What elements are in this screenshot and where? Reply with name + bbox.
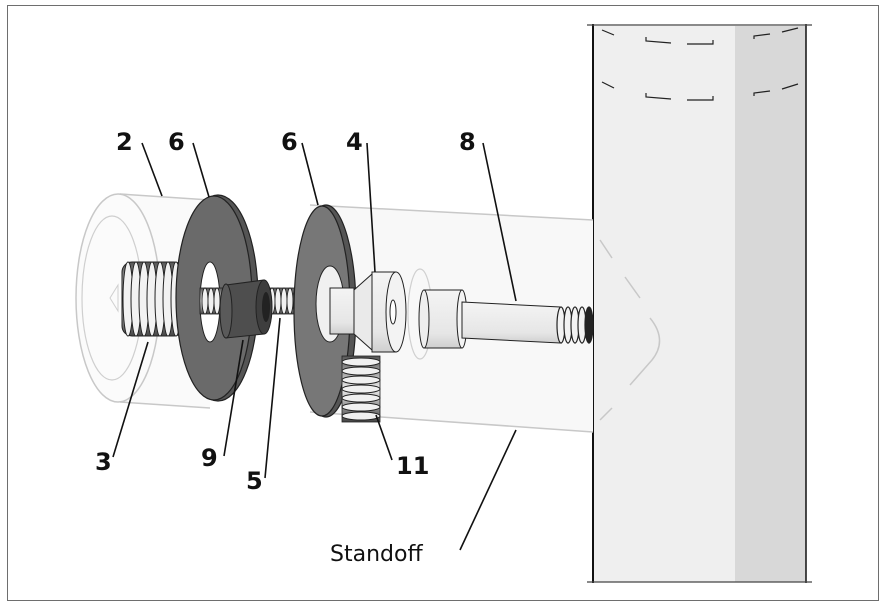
bolt (418, 289, 594, 349)
callout-5: 5 (246, 467, 263, 495)
leader-2 (141, 142, 163, 197)
hidden-lines-upper (601, 27, 799, 45)
callout-4: 4 (346, 128, 363, 156)
callout-8: 8 (459, 128, 476, 156)
stud-thread-ridges (122, 261, 190, 337)
clamp-fitting (315, 265, 433, 360)
leader-3 (112, 341, 149, 458)
ghost-nut-outline (599, 239, 661, 421)
hidden-lines-lower (601, 81, 799, 101)
threaded-stud (121, 261, 190, 337)
bolt-threads (556, 306, 594, 344)
callout-6-left: 6 (168, 128, 185, 156)
post-face (593, 26, 735, 582)
leader-4 (366, 142, 376, 273)
callout-3: 3 (95, 448, 112, 476)
standoff-label: Standoff (330, 542, 423, 567)
callout-labels: 2 6 6 4 8 3 9 5 11 Standoff (95, 128, 476, 567)
callout-6-right: 6 (281, 128, 298, 156)
leader-lines (112, 142, 517, 551)
set-screw (341, 355, 381, 423)
leader-6b (301, 142, 319, 206)
post (587, 24, 812, 583)
leader-standoff (459, 429, 517, 551)
nut (219, 279, 273, 339)
post-side (735, 26, 806, 582)
leader-8 (482, 142, 517, 302)
leader-11 (375, 414, 393, 461)
leader-9 (223, 339, 244, 457)
callout-9: 9 (201, 444, 218, 472)
callout-11: 11 (396, 452, 429, 480)
leader-5 (264, 317, 281, 479)
callout-2: 2 (116, 128, 133, 156)
leader-6a (192, 142, 210, 198)
